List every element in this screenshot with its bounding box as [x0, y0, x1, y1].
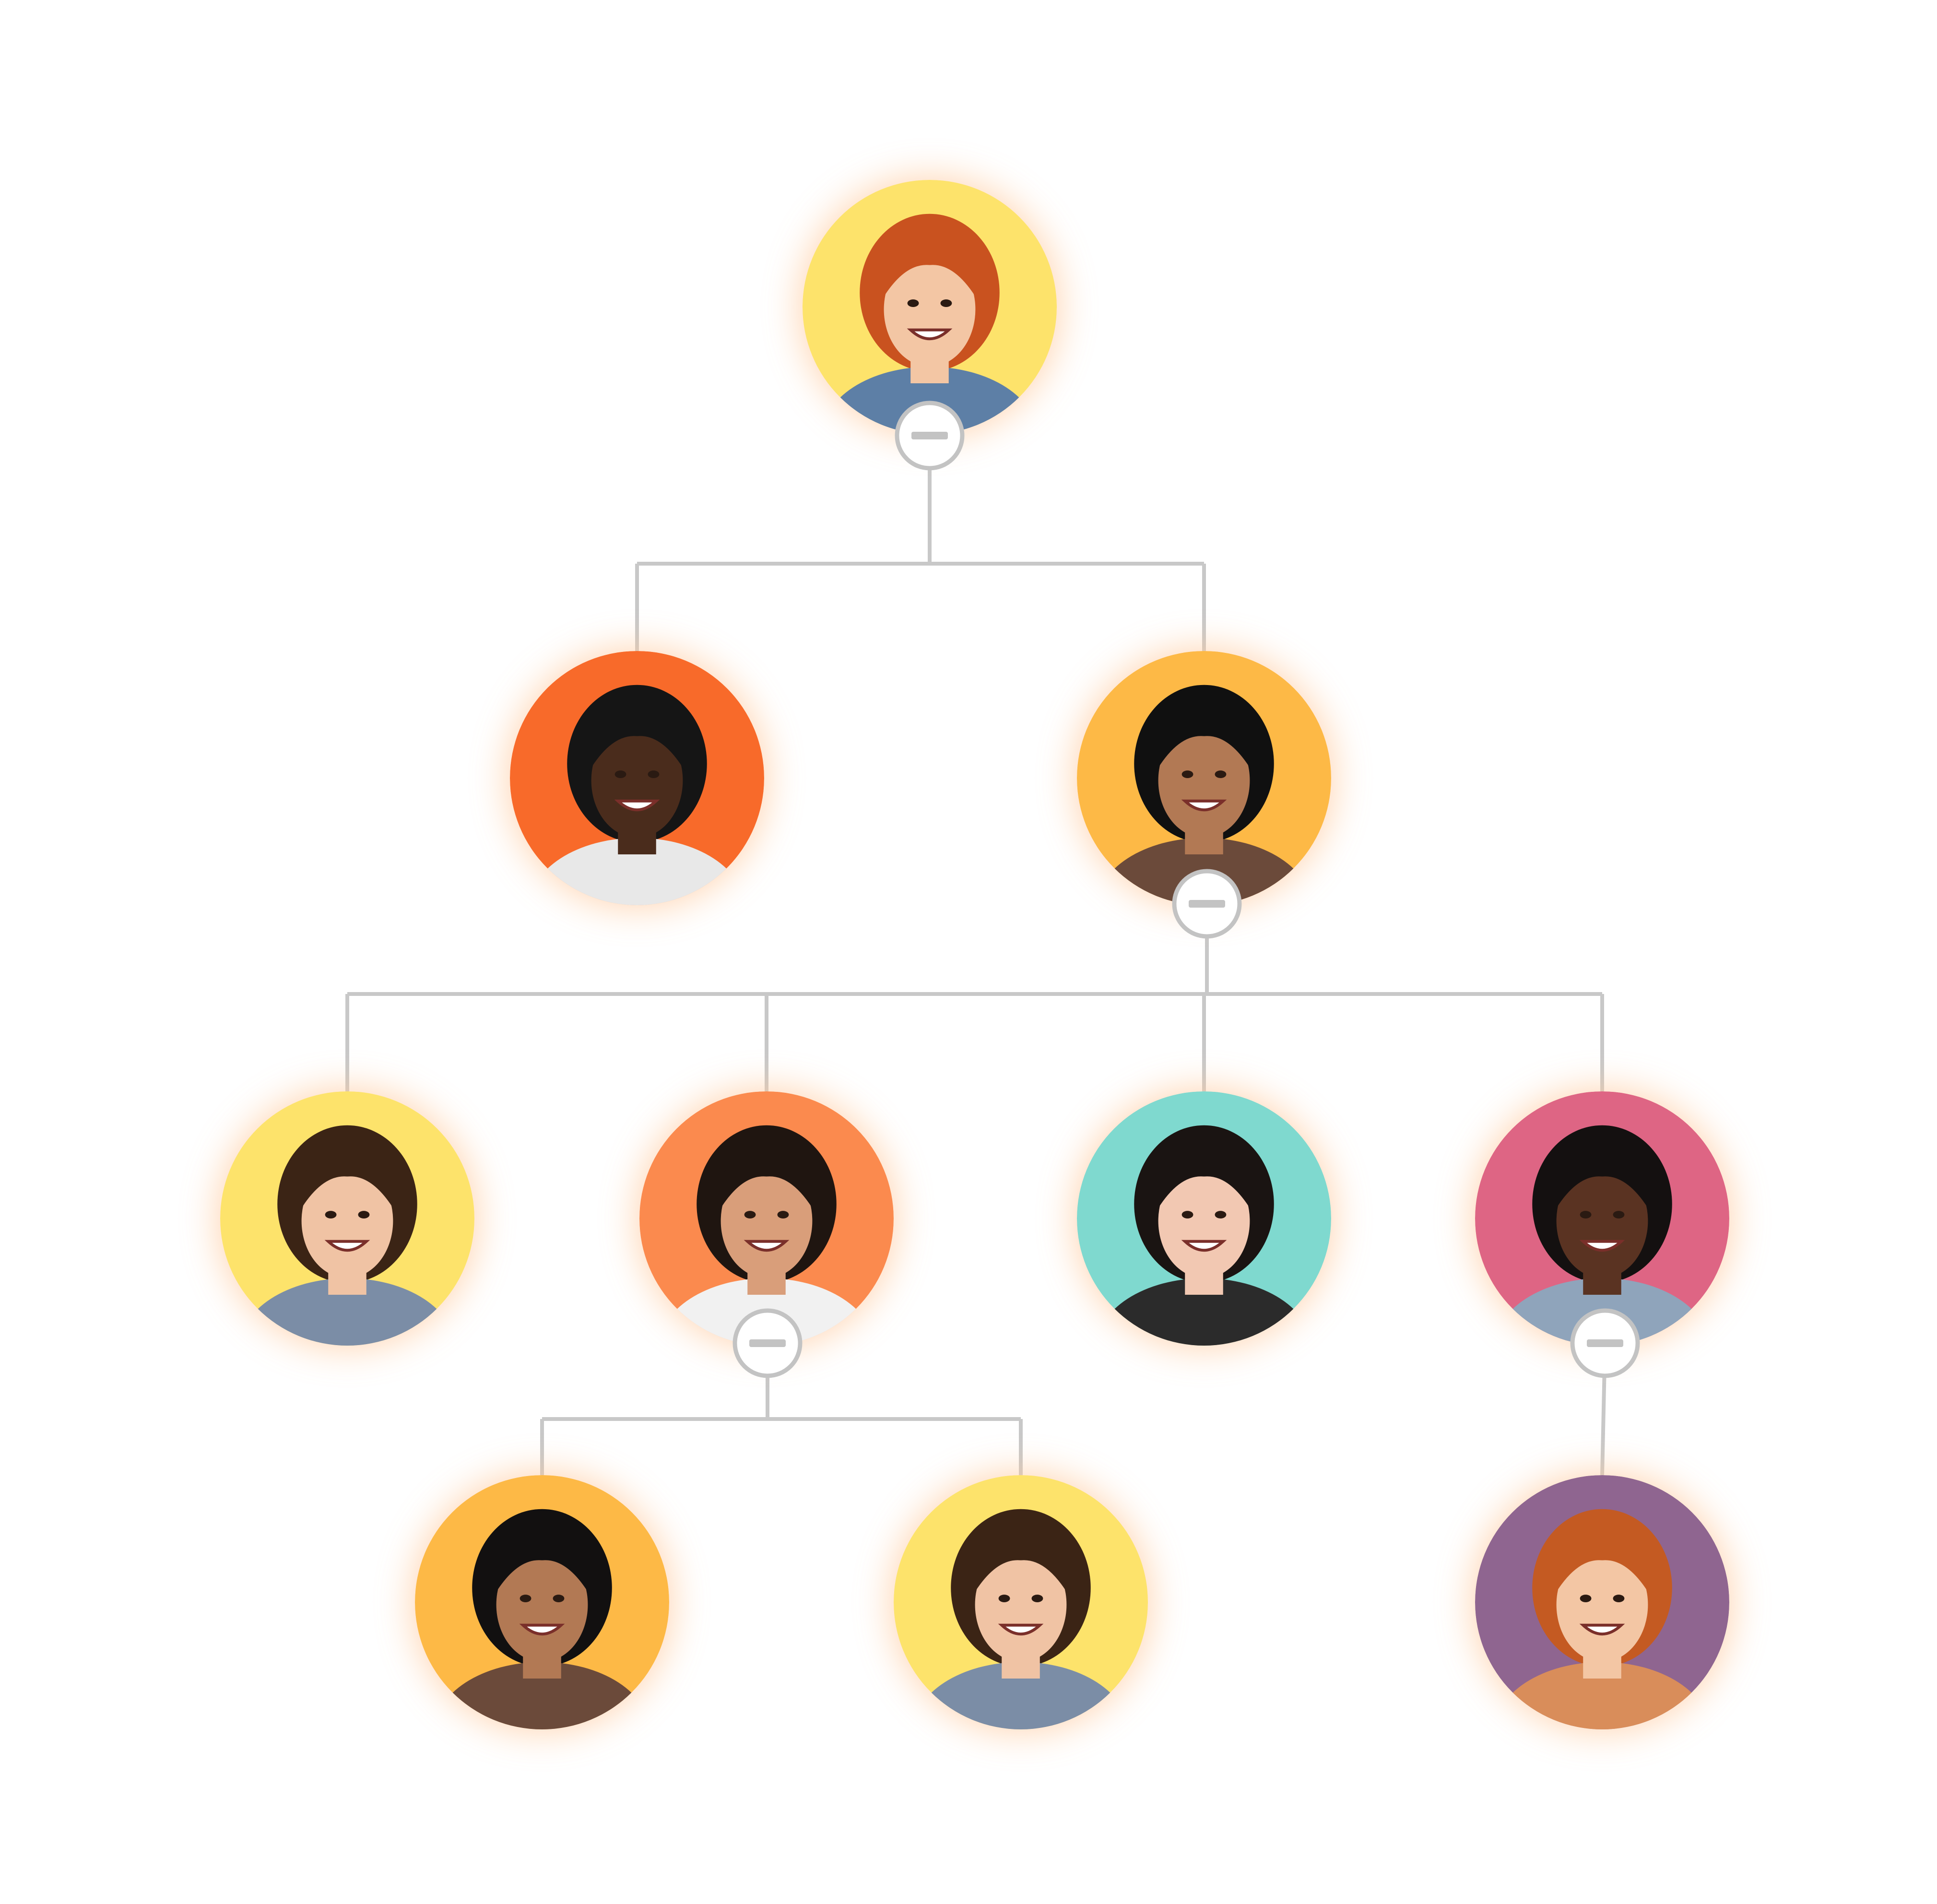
- avatar: [639, 1091, 894, 1346]
- avatar: [1475, 1091, 1729, 1346]
- collapse-toggle-n1[interactable]: [895, 401, 965, 471]
- minus-icon: [749, 1339, 786, 1347]
- connector-n3: [345, 904, 1604, 1091]
- person-node-n4[interactable]: [217, 1088, 477, 1418]
- avatar: [510, 651, 764, 905]
- avatar: [1475, 1475, 1729, 1729]
- person-node-n7[interactable]: [1472, 1088, 1732, 1418]
- person-node-n3[interactable]: [1074, 648, 1334, 978]
- connector-n1: [635, 436, 1206, 651]
- collapse-toggle-n7[interactable]: [1570, 1308, 1640, 1378]
- node-layer: [217, 177, 1732, 1802]
- avatar: [894, 1475, 1148, 1729]
- avatar: [803, 180, 1057, 434]
- person-node-n9[interactable]: [891, 1472, 1151, 1802]
- avatar: [1077, 651, 1331, 905]
- person-node-n6[interactable]: [1074, 1088, 1334, 1418]
- person-node-n5[interactable]: [637, 1088, 897, 1418]
- avatar: [415, 1475, 669, 1729]
- avatar: [220, 1091, 474, 1346]
- connector-n5: [540, 1343, 1023, 1475]
- person-node-n8[interactable]: [412, 1472, 672, 1802]
- person-node-n2[interactable]: [507, 648, 767, 978]
- minus-icon: [1189, 900, 1225, 908]
- minus-icon: [1587, 1339, 1623, 1347]
- collapse-toggle-n3[interactable]: [1172, 869, 1242, 939]
- collapse-toggle-n5[interactable]: [732, 1308, 803, 1378]
- avatar: [1077, 1091, 1331, 1346]
- person-node-n10[interactable]: [1472, 1472, 1732, 1802]
- minus-icon: [911, 432, 948, 439]
- person-node-n1[interactable]: [800, 177, 1060, 507]
- connector-lines: [345, 436, 1607, 1476]
